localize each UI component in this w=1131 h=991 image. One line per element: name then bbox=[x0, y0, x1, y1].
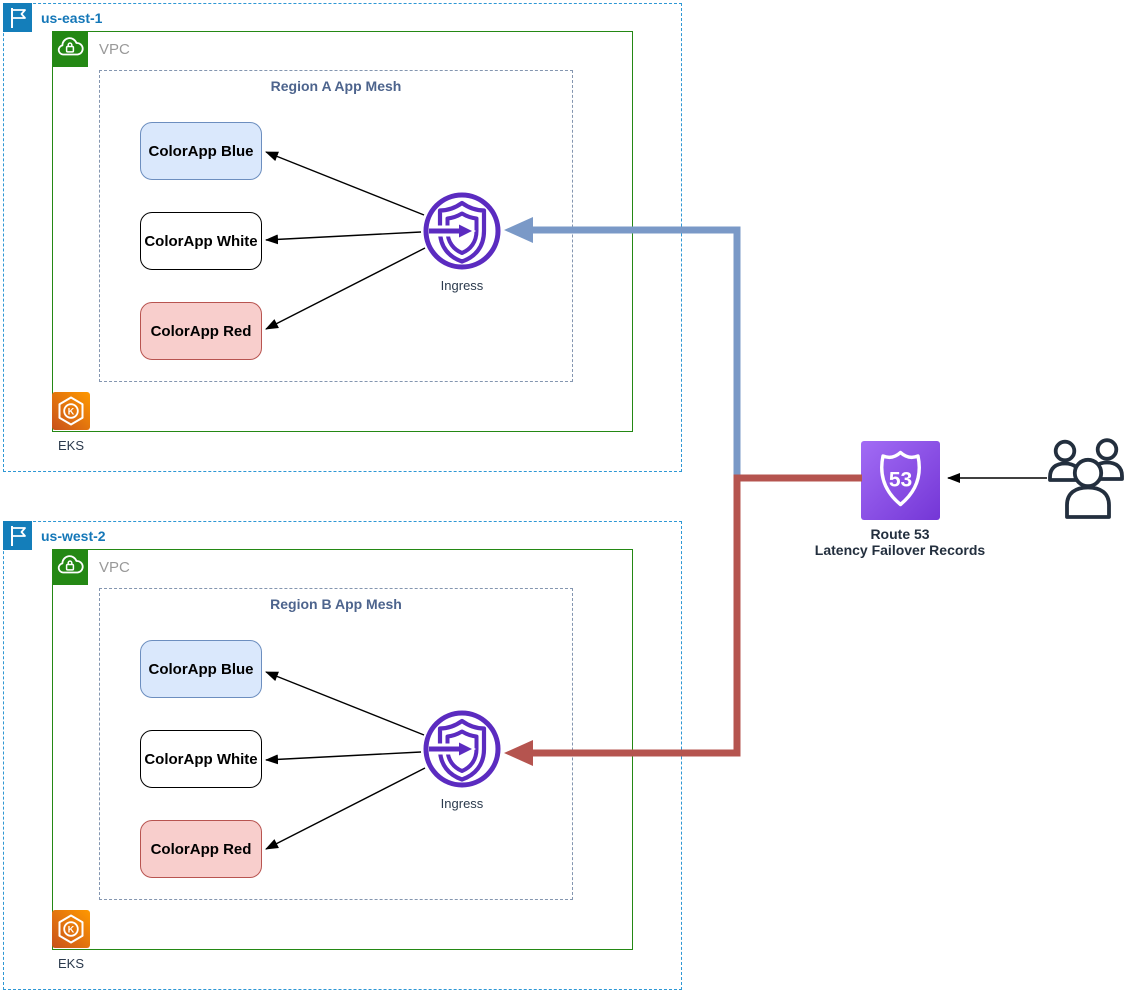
region-flag-icon bbox=[3, 521, 32, 550]
colorapp-white-node: ColorApp White bbox=[140, 212, 262, 270]
node-label: ColorApp White bbox=[144, 232, 258, 250]
vpc-icon bbox=[52, 31, 88, 67]
vpc-icon bbox=[52, 549, 88, 585]
route53-badge: 53 bbox=[889, 469, 912, 492]
ingress-icon bbox=[420, 707, 504, 791]
eks-icon: K bbox=[52, 910, 90, 948]
route53-subtitle: Latency Failover Records bbox=[814, 542, 986, 558]
eks-label: EKS bbox=[57, 956, 84, 971]
eks-badge-letter: K bbox=[68, 406, 75, 416]
region-label: us-east-1 bbox=[41, 10, 103, 26]
node-label: ColorApp Blue bbox=[148, 660, 254, 678]
colorapp-blue-node: ColorApp Blue bbox=[140, 122, 262, 180]
node-label: ColorApp White bbox=[144, 750, 258, 768]
app-mesh-title: Region B App Mesh bbox=[270, 596, 402, 612]
node-label: ColorApp Blue bbox=[148, 142, 254, 160]
colorapp-blue-node: ColorApp Blue bbox=[140, 640, 262, 698]
colorapp-white-node: ColorApp White bbox=[140, 730, 262, 788]
vpc-box: VPC bbox=[52, 31, 633, 432]
ingress-label: Ingress bbox=[440, 796, 484, 811]
colorapp-red-node: ColorApp Red bbox=[140, 302, 262, 360]
colorapp-red-node: ColorApp Red bbox=[140, 820, 262, 878]
node-label: ColorApp Red bbox=[150, 840, 252, 858]
ingress-icon bbox=[420, 189, 504, 273]
users-icon bbox=[1047, 437, 1131, 519]
region-us-west-2: us-west-2 VPC Region B App Mesh ColorApp… bbox=[3, 521, 682, 990]
ingress-label: Ingress bbox=[440, 278, 484, 293]
region-us-east-1: us-east-1 VPC Region A App Mesh ColorApp… bbox=[3, 3, 682, 472]
route53-title: Route 53 bbox=[870, 526, 930, 542]
vpc-label: VPC bbox=[99, 41, 130, 58]
region-label: us-west-2 bbox=[41, 528, 106, 544]
app-mesh-title: Region A App Mesh bbox=[270, 78, 402, 94]
eks-label: EKS bbox=[57, 438, 84, 453]
vpc-label: VPC bbox=[99, 559, 130, 576]
region-flag-icon bbox=[3, 3, 32, 32]
route53-icon: 53 bbox=[861, 441, 940, 520]
node-label: ColorApp Red bbox=[150, 322, 252, 340]
eks-badge-letter: K bbox=[68, 924, 75, 934]
eks-icon: K bbox=[52, 392, 90, 430]
route53-label: Route 53 Latency Failover Records bbox=[780, 526, 1020, 558]
app-mesh-box: Region A App Mesh bbox=[99, 70, 573, 382]
